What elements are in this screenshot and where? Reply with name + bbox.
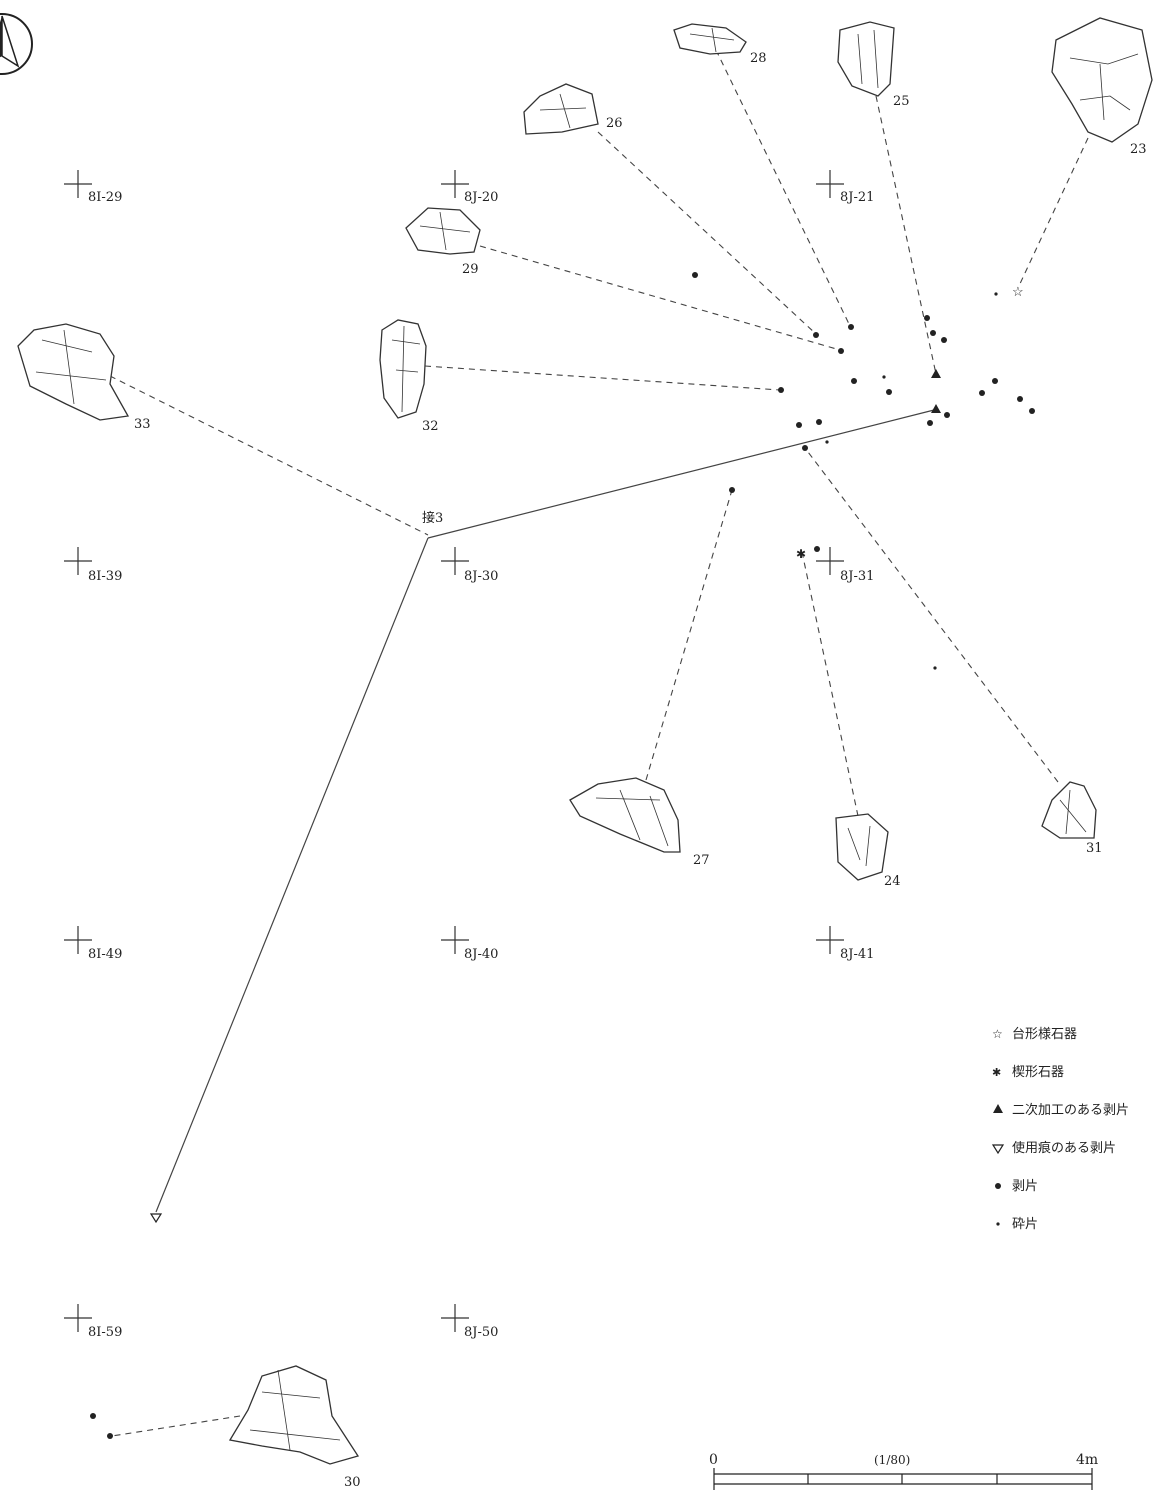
flake-dot — [107, 1433, 113, 1439]
grid-crosses — [64, 170, 844, 1332]
legend-label-flake: 剥片 — [1012, 1179, 1038, 1194]
artifact-number-33: 33 — [134, 417, 151, 432]
small-dot-icon — [996, 1222, 1000, 1226]
grid-label-8i-29: 8I-29 — [88, 190, 122, 205]
leader-lines — [109, 49, 1089, 1437]
grid-label-8j-20: 8J-20 — [464, 190, 498, 205]
chip-dot — [994, 292, 998, 296]
artifact-number-31: 31 — [1086, 841, 1103, 856]
triangle-down-icon — [991, 1144, 1005, 1155]
large-dot-icon — [995, 1183, 1001, 1189]
grid-label-8j-31: 8J-31 — [840, 569, 874, 584]
artifact-number-29: 29 — [462, 262, 479, 277]
artifact-number-30: 30 — [344, 1475, 361, 1490]
find-spots: ☆ ✱ — [90, 272, 1035, 1439]
scale-ratio-label: (1/80) — [874, 1453, 910, 1467]
grid-label-8j-21: 8J-21 — [840, 190, 874, 205]
grid-label-8j-41: 8J-41 — [840, 947, 874, 962]
flake-dot — [814, 546, 820, 552]
flake-dot — [1017, 396, 1023, 402]
artifact-number-32: 32 — [422, 419, 439, 434]
artifact-number-24: 24 — [884, 874, 901, 889]
grid-label-8i-49: 8I-49 — [88, 947, 122, 962]
wedge-tool-asterisk: ✱ — [796, 547, 806, 561]
legend-label-retouched-flake: 二次加工のある剥片 — [1012, 1102, 1129, 1118]
artifact-number-23: 23 — [1130, 142, 1147, 157]
flake-dot — [729, 487, 735, 493]
scale-start-label: 0 — [709, 1452, 718, 1468]
star-icon: ☆ — [992, 1027, 1003, 1041]
artifact-28-drawing — [673, 23, 747, 55]
chip-dot — [933, 666, 937, 670]
refit-lines — [155, 409, 935, 1213]
trapezoid-tool-star: ☆ — [1012, 285, 1024, 300]
artifact-33-drawing — [17, 323, 130, 421]
artifact-29-drawing — [405, 207, 481, 255]
triangle-up-icon — [993, 1104, 1003, 1113]
flake-dot — [927, 420, 933, 426]
used-flake-triangle — [149, 1213, 163, 1224]
flake-dot — [796, 422, 802, 428]
flake-dot — [1029, 408, 1035, 414]
legend: ☆ 台形様石器 ✱ 楔形石器 二次加工のある剥片 使用痕のある剥片 剥片 砕片 — [991, 1027, 1129, 1232]
legend-label-wedge-tool: 楔形石器 — [1012, 1065, 1064, 1080]
flake-dot — [813, 332, 819, 338]
artifact-31-drawing — [1041, 781, 1097, 839]
grid-label-8j-50: 8J-50 — [464, 1325, 498, 1340]
artifact-number-27: 27 — [693, 853, 710, 868]
artifact-27-drawing — [569, 777, 681, 853]
artifact-number-25: 25 — [893, 94, 910, 109]
flake-dot — [848, 324, 854, 330]
artifact-number-26: 26 — [606, 116, 623, 131]
scale-bar: 0 (1/80) 4m — [709, 1452, 1098, 1490]
legend-label-chip: 砕片 — [1012, 1217, 1038, 1232]
flake-dot — [838, 348, 844, 354]
flake-dot — [816, 419, 822, 425]
refit-label: 接3 — [422, 510, 443, 526]
asterisk-icon: ✱ — [992, 1066, 1001, 1079]
artifact-30-drawing — [228, 1365, 360, 1465]
flake-dot — [979, 390, 985, 396]
grid-label-8i-39: 8I-39 — [88, 569, 122, 584]
artifact-25-drawing — [837, 21, 895, 97]
legend-label-used-flake: 使用痕のある剥片 — [1012, 1140, 1116, 1156]
flake-dot — [924, 315, 930, 321]
flake-dot — [930, 330, 936, 336]
artifact-number-28: 28 — [750, 51, 767, 66]
flake-dot — [802, 445, 808, 451]
retouched-flake-triangle — [931, 404, 941, 413]
flake-dot — [90, 1413, 96, 1419]
grid-label-8j-30: 8J-30 — [464, 569, 498, 584]
flake-dot — [992, 378, 998, 384]
artifact-24-drawing — [835, 813, 889, 881]
grid-label-8j-40: 8J-40 — [464, 947, 498, 962]
flake-dot — [778, 387, 784, 393]
flake-dot — [941, 337, 947, 343]
grid-label-8i-59: 8I-59 — [88, 1325, 122, 1340]
artifact-26-drawing — [523, 83, 599, 135]
artifact-32-drawing — [379, 319, 427, 419]
scale-end-label: 4m — [1076, 1452, 1098, 1468]
flake-dot — [886, 389, 892, 395]
artifact-23-drawing — [1051, 17, 1153, 143]
retouched-flake-triangle — [931, 369, 941, 378]
flake-dot — [692, 272, 698, 278]
artifact-drawings — [17, 17, 1153, 1465]
flake-dot — [851, 378, 857, 384]
chip-dot — [825, 440, 829, 444]
chip-dot — [882, 375, 886, 379]
north-arrow-icon — [0, 13, 33, 75]
legend-label-trapezoid-tool: 台形様石器 — [1012, 1027, 1077, 1042]
flake-dot — [944, 412, 950, 418]
